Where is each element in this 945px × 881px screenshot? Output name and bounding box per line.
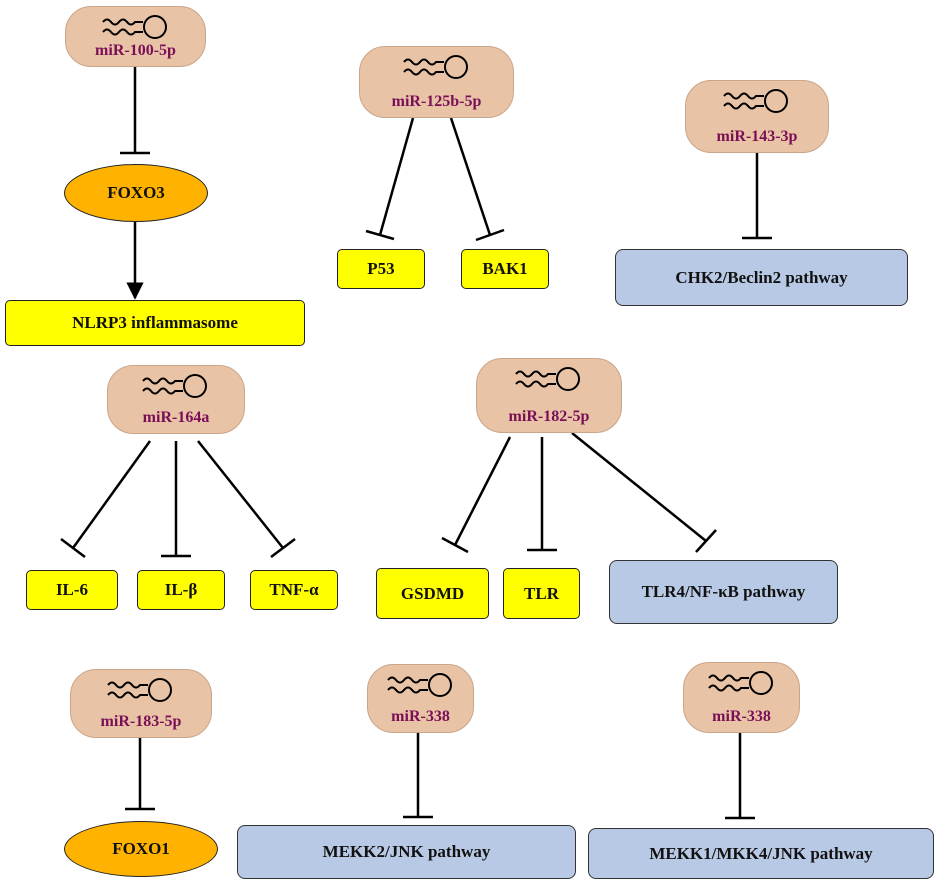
mirna-node-mir-182-5p: miR-182-5p: [476, 358, 622, 433]
target-il-6: IL-6: [26, 570, 118, 610]
target-bak1: BAK1: [461, 249, 549, 289]
rna-hairpin-icon: [386, 673, 452, 697]
mirna-label: miR-164a: [142, 409, 210, 426]
inhibit-edge-mir182-tlr: [527, 437, 557, 552]
target-foxo3: FOXO3: [64, 164, 208, 222]
mirna-label: miR-182-5p: [508, 408, 590, 425]
inhibit-edge-mir100-foxo3: [120, 67, 150, 155]
rna-hairpin-icon: [723, 89, 788, 113]
mirna-node-mir-338-a: miR-338: [367, 664, 474, 733]
inhibit-edge-mir182-tlr4: [571, 432, 717, 553]
target-il-beta: IL-β: [137, 570, 225, 610]
mirna-label: miR-143-3p: [716, 128, 798, 145]
inhibit-edge-mir182-gsdmd: [441, 436, 512, 554]
target-chk2-beclin2-pathway: CHK2/Beclin2 pathway: [615, 249, 908, 306]
target-mekk1-mkk4-jnk-pathway: MEKK1/MKK4/JNK pathway: [588, 828, 934, 879]
target-nlrp3-inflammasome: NLRP3 inflammasome: [5, 300, 305, 346]
rna-hairpin-icon: [707, 671, 773, 695]
inhibit-edge-mir125b-bak1: [449, 117, 505, 242]
mirna-node-mir-143-3p: miR-143-3p: [685, 80, 829, 153]
mirna-label: miR-338: [712, 708, 771, 725]
target-foxo1: FOXO1: [64, 821, 218, 877]
inhibit-edge-mir143-chk2: [742, 153, 772, 240]
inhibit-edge-mir338-mekk1: [725, 733, 755, 820]
rna-hairpin-icon: [402, 55, 468, 79]
mirna-node-mir-125b-5p: miR-125b-5p: [359, 46, 514, 118]
rna-hairpin-icon: [142, 374, 207, 398]
inhibit-edge-mir164a-il6: [60, 440, 152, 558]
rna-hairpin-icon: [101, 15, 167, 39]
mirna-node-mir-100-5p: miR-100-5p: [65, 6, 206, 67]
mirna-label: miR-183-5p: [100, 713, 182, 730]
target-gsdmd: GSDMD: [376, 568, 489, 619]
rna-hairpin-icon: [107, 678, 172, 702]
target-mekk2-jnk-pathway: MEKK2/JNK pathway: [237, 825, 576, 879]
mirna-label: miR-338: [391, 708, 450, 725]
mirna-label: miR-125b-5p: [391, 93, 482, 110]
mirna-node-mir-164a: miR-164a: [107, 365, 245, 434]
inhibit-edge-mir164a-tnfa: [197, 440, 296, 558]
mirna-label: miR-100-5p: [95, 42, 176, 59]
target-tnf-alpha: TNF-α: [250, 570, 338, 610]
inhibit-edge-mir125b-p53: [365, 117, 415, 241]
inhibit-edge-mir338-mekk2: [403, 733, 433, 819]
mirna-node-mir-183-5p: miR-183-5p: [70, 669, 212, 738]
target-p53: P53: [337, 249, 425, 289]
inhibit-edge-mir183-foxo1: [125, 738, 155, 811]
target-tlr: TLR: [503, 568, 580, 619]
inhibit-edge-mir164a-ilb: [161, 441, 191, 558]
rna-hairpin-icon: [515, 367, 580, 391]
target-tlr4-nfkb-pathway: TLR4/NF-κB pathway: [609, 560, 838, 624]
mirna-node-mir-338-b: miR-338: [683, 662, 800, 733]
